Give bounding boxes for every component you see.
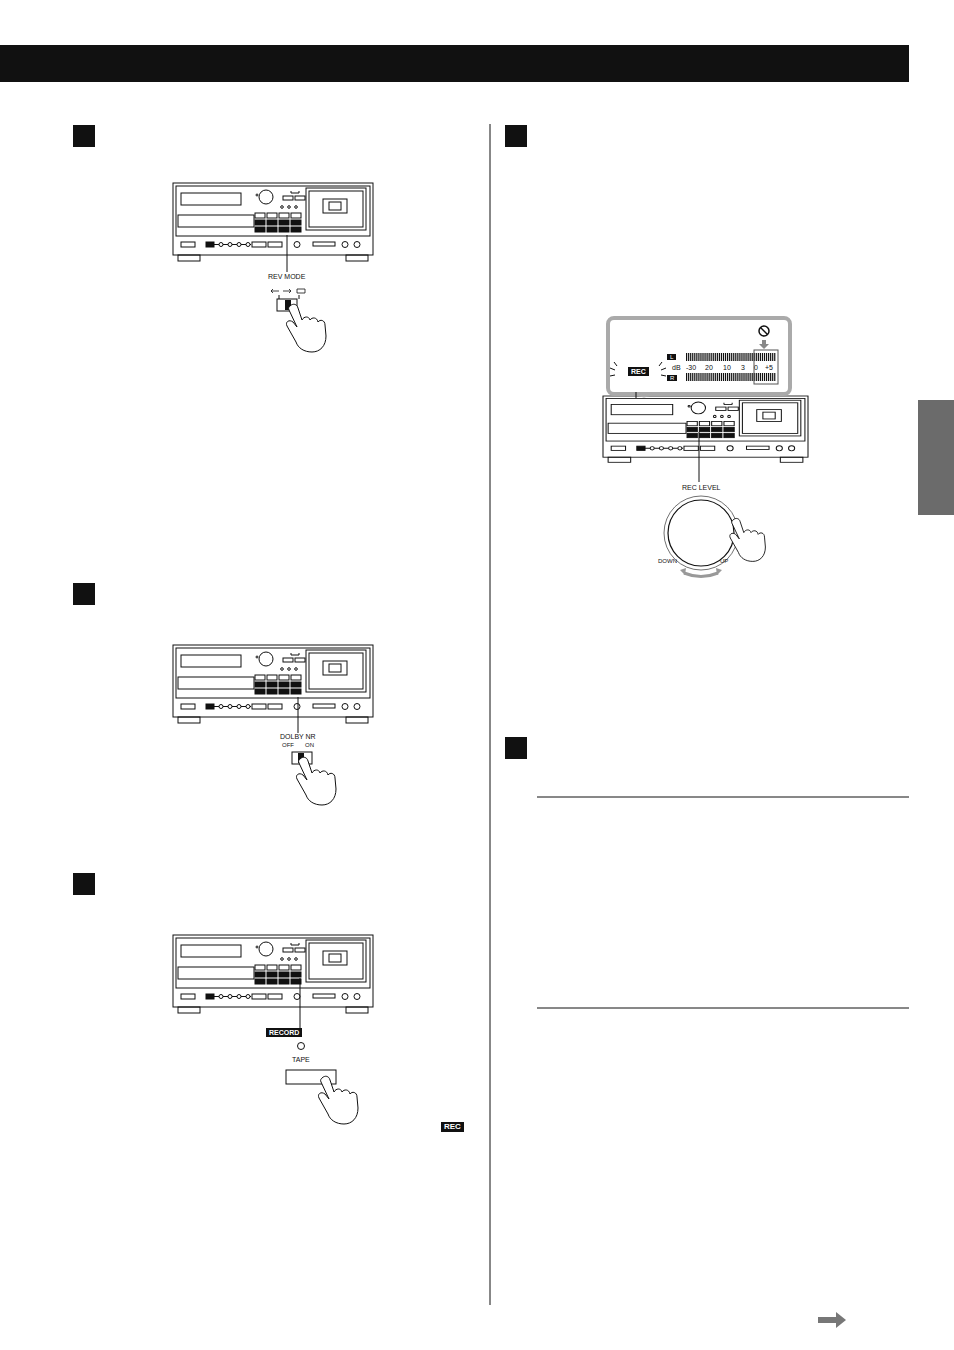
- control-label: UP: [720, 558, 728, 564]
- cassette-deck: [173, 645, 373, 723]
- control-label: ON: [305, 742, 314, 748]
- cassette-deck: [173, 183, 373, 261]
- next-page-arrow: [818, 1312, 846, 1328]
- display-callout: [608, 318, 790, 394]
- label-badge: R: [667, 375, 677, 381]
- step-marker: [73, 583, 95, 605]
- control-label: dB: [672, 364, 681, 371]
- rule-line: [537, 797, 909, 798]
- step-marker: [73, 125, 95, 147]
- step-marker: [505, 737, 527, 759]
- leader-line: [300, 978, 301, 1030]
- control-label: OFF: [282, 742, 294, 748]
- pointing-hand: [296, 757, 336, 805]
- overload-frame: [754, 350, 778, 384]
- turn-arrow: [684, 573, 718, 577]
- blink-mark: [661, 375, 666, 376]
- header-bar: [0, 45, 909, 82]
- indicator-led: [298, 1043, 305, 1050]
- rec-level-knob: [668, 500, 734, 566]
- side-tab: [918, 400, 954, 515]
- blink-mark: [610, 375, 615, 376]
- label-badge: REC: [628, 367, 649, 376]
- column-divider: [490, 124, 491, 1305]
- label-badge: RECORD: [266, 1028, 302, 1037]
- control-label: REC LEVEL: [682, 484, 721, 491]
- leader-line: [699, 432, 700, 482]
- leader-line: [636, 392, 637, 398]
- control-label: DOWN: [658, 558, 677, 564]
- mode-symbol: [297, 289, 305, 293]
- cassette-deck: [603, 396, 808, 462]
- blink-mark: [659, 362, 662, 366]
- control-label: 20: [705, 364, 713, 371]
- blink-mark: [610, 368, 615, 370]
- step-marker: [73, 873, 95, 895]
- prohibited-symbol: [759, 326, 769, 336]
- leader-line: [298, 697, 299, 733]
- control-label: 10: [723, 364, 731, 371]
- leader-line: [287, 235, 288, 272]
- level-meter: [686, 353, 775, 381]
- pointing-hand: [286, 304, 326, 352]
- control-label: -30: [686, 364, 696, 371]
- control-label: +5: [765, 364, 773, 371]
- control-label: 3: [741, 364, 745, 371]
- label-badge: L: [667, 354, 676, 360]
- blink-mark: [614, 362, 617, 366]
- label-badge: REC: [441, 1122, 464, 1132]
- rule-line: [537, 1008, 909, 1009]
- mode-symbol: [271, 289, 279, 293]
- blink-mark: [661, 368, 666, 370]
- control-label: REV MODE: [268, 273, 305, 280]
- control-label: TAPE: [292, 1056, 310, 1063]
- step-marker: [505, 125, 527, 147]
- pointing-hand: [730, 518, 766, 561]
- cassette-deck: [173, 935, 373, 1013]
- control-label: 0: [754, 364, 758, 371]
- control-label: DOLBY NR: [280, 733, 316, 740]
- mode-symbol: [283, 289, 291, 293]
- pointing-hand: [318, 1076, 358, 1124]
- down-arrow: [759, 340, 769, 349]
